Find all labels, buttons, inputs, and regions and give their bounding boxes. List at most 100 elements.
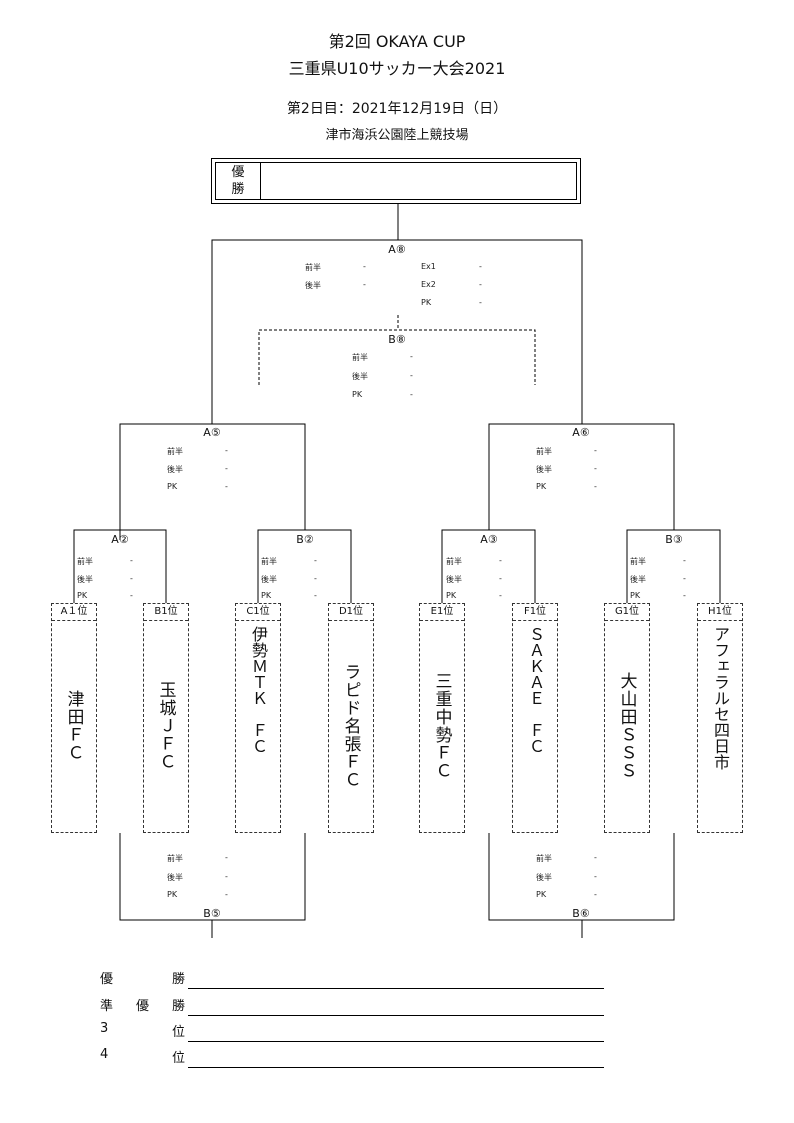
match-label-a6: A⑥ [572, 426, 590, 439]
score-label: PK [77, 591, 88, 600]
result-label-char: 優 [136, 999, 150, 1014]
score-value: - [683, 556, 686, 565]
result-label-char: 4 [100, 1047, 109, 1062]
team-box: D1位 ラピド名張ＦＣ [328, 603, 374, 833]
score-value: - [225, 464, 228, 473]
match-label-a5: A⑤ [203, 426, 221, 439]
score-label: PK [536, 890, 547, 899]
team-name: 三重中勢ＦＣ [431, 672, 452, 780]
score-value: - [594, 482, 597, 491]
team-name: 大山田ＳＳＳ [616, 672, 637, 780]
score-value: - [683, 574, 686, 583]
result-line[interactable] [188, 1015, 604, 1016]
score-value: - [363, 262, 366, 271]
team-seed: E1位 [420, 604, 464, 621]
score-value: - [594, 872, 597, 881]
line [211, 239, 583, 424]
venue-name: 津市海浜公園陸上競技場 [325, 128, 469, 143]
score-value: - [130, 556, 133, 565]
score-value: - [479, 262, 482, 271]
line [258, 329, 536, 385]
line [488, 423, 675, 530]
team-seed: G1位 [605, 604, 649, 621]
result-line[interactable] [188, 1041, 604, 1042]
score-label: 後半 [167, 873, 183, 882]
result-label-char: 勝 [172, 999, 186, 1014]
team-name: 伊勢ＭＴＫ ＦＣ [249, 626, 268, 754]
score-label: 前半 [536, 854, 552, 863]
match-label-b6: B⑥ [572, 907, 590, 920]
score-value: - [225, 446, 228, 455]
team-seed: F1位 [513, 604, 557, 621]
score-label: 後半 [446, 575, 462, 584]
score-value: - [594, 464, 597, 473]
score-label: 後半 [261, 575, 277, 584]
score-label: 後半 [352, 372, 368, 381]
result-label-char: 準 [100, 999, 114, 1014]
line [73, 529, 167, 603]
score-label: 前半 [77, 557, 93, 566]
score-label: 後半 [77, 575, 93, 584]
line [441, 529, 536, 603]
score-label: PK [446, 591, 457, 600]
score-label: PK [630, 591, 641, 600]
score-label: 前半 [167, 447, 183, 456]
line [119, 423, 306, 540]
score-value: - [410, 352, 413, 361]
team-name: 津田ＦＣ [63, 690, 84, 762]
result-line[interactable] [188, 988, 604, 989]
score-value: - [363, 280, 366, 289]
team-seed: C1位 [236, 604, 280, 621]
tournament-title: 第2回 OKAYA CUP [328, 32, 466, 51]
score-label: 前半 [630, 557, 646, 566]
tournament-subtitle: 三重県U10サッカー大会2021 [288, 59, 506, 78]
match-label-a8: A⑧ [388, 243, 406, 256]
champion-box: 優 勝 [211, 158, 581, 204]
score-value: - [499, 574, 502, 583]
score-value: - [314, 556, 317, 565]
score-label: 前半 [261, 557, 277, 566]
score-label: 後半 [536, 465, 552, 474]
match-label-b8: B⑧ [388, 333, 406, 346]
score-label: PK [352, 390, 363, 399]
team-box: A１位 津田ＦＣ [51, 603, 97, 833]
match-label-a3: A③ [480, 533, 498, 546]
score-value: - [314, 591, 317, 600]
score-label: PK [421, 298, 432, 307]
result-label-char: 優 [100, 972, 114, 987]
score-value: - [225, 853, 228, 862]
score-label: Ex2 [421, 280, 436, 289]
result-label-char: 位 [172, 1051, 186, 1066]
score-value: - [594, 890, 597, 899]
team-seed: B1位 [144, 604, 188, 621]
score-value: - [225, 482, 228, 491]
result-line[interactable] [188, 1067, 604, 1068]
team-name: アフェラルセ四日市 [711, 626, 730, 770]
score-label: Ex1 [421, 262, 436, 271]
team-box: H1位 アフェラルセ四日市 [697, 603, 743, 833]
score-value: - [130, 591, 133, 600]
score-value: - [499, 591, 502, 600]
score-label: 後半 [536, 873, 552, 882]
score-label: 前半 [446, 557, 462, 566]
score-label: PK [536, 482, 547, 491]
score-value: - [594, 853, 597, 862]
score-value: - [683, 591, 686, 600]
result-label-char: 位 [172, 1025, 186, 1040]
score-label: 前半 [167, 854, 183, 863]
score-label: 前半 [305, 263, 321, 272]
match-label-a2: A② [111, 533, 129, 546]
score-label: 後半 [167, 465, 183, 474]
line [626, 529, 721, 603]
team-box: C1位 伊勢ＭＴＫ ＦＣ [235, 603, 281, 833]
match-label-b2: B② [296, 533, 314, 546]
score-label: 後半 [630, 575, 646, 584]
score-value: - [499, 556, 502, 565]
team-box: F1位 ＳＡＫＡＥ ＦＣ [512, 603, 558, 833]
team-box: B1位 玉城ＪＦＣ [143, 603, 189, 833]
team-seed: H1位 [698, 604, 742, 621]
score-value: - [314, 574, 317, 583]
score-value: - [594, 446, 597, 455]
score-value: - [410, 371, 413, 380]
